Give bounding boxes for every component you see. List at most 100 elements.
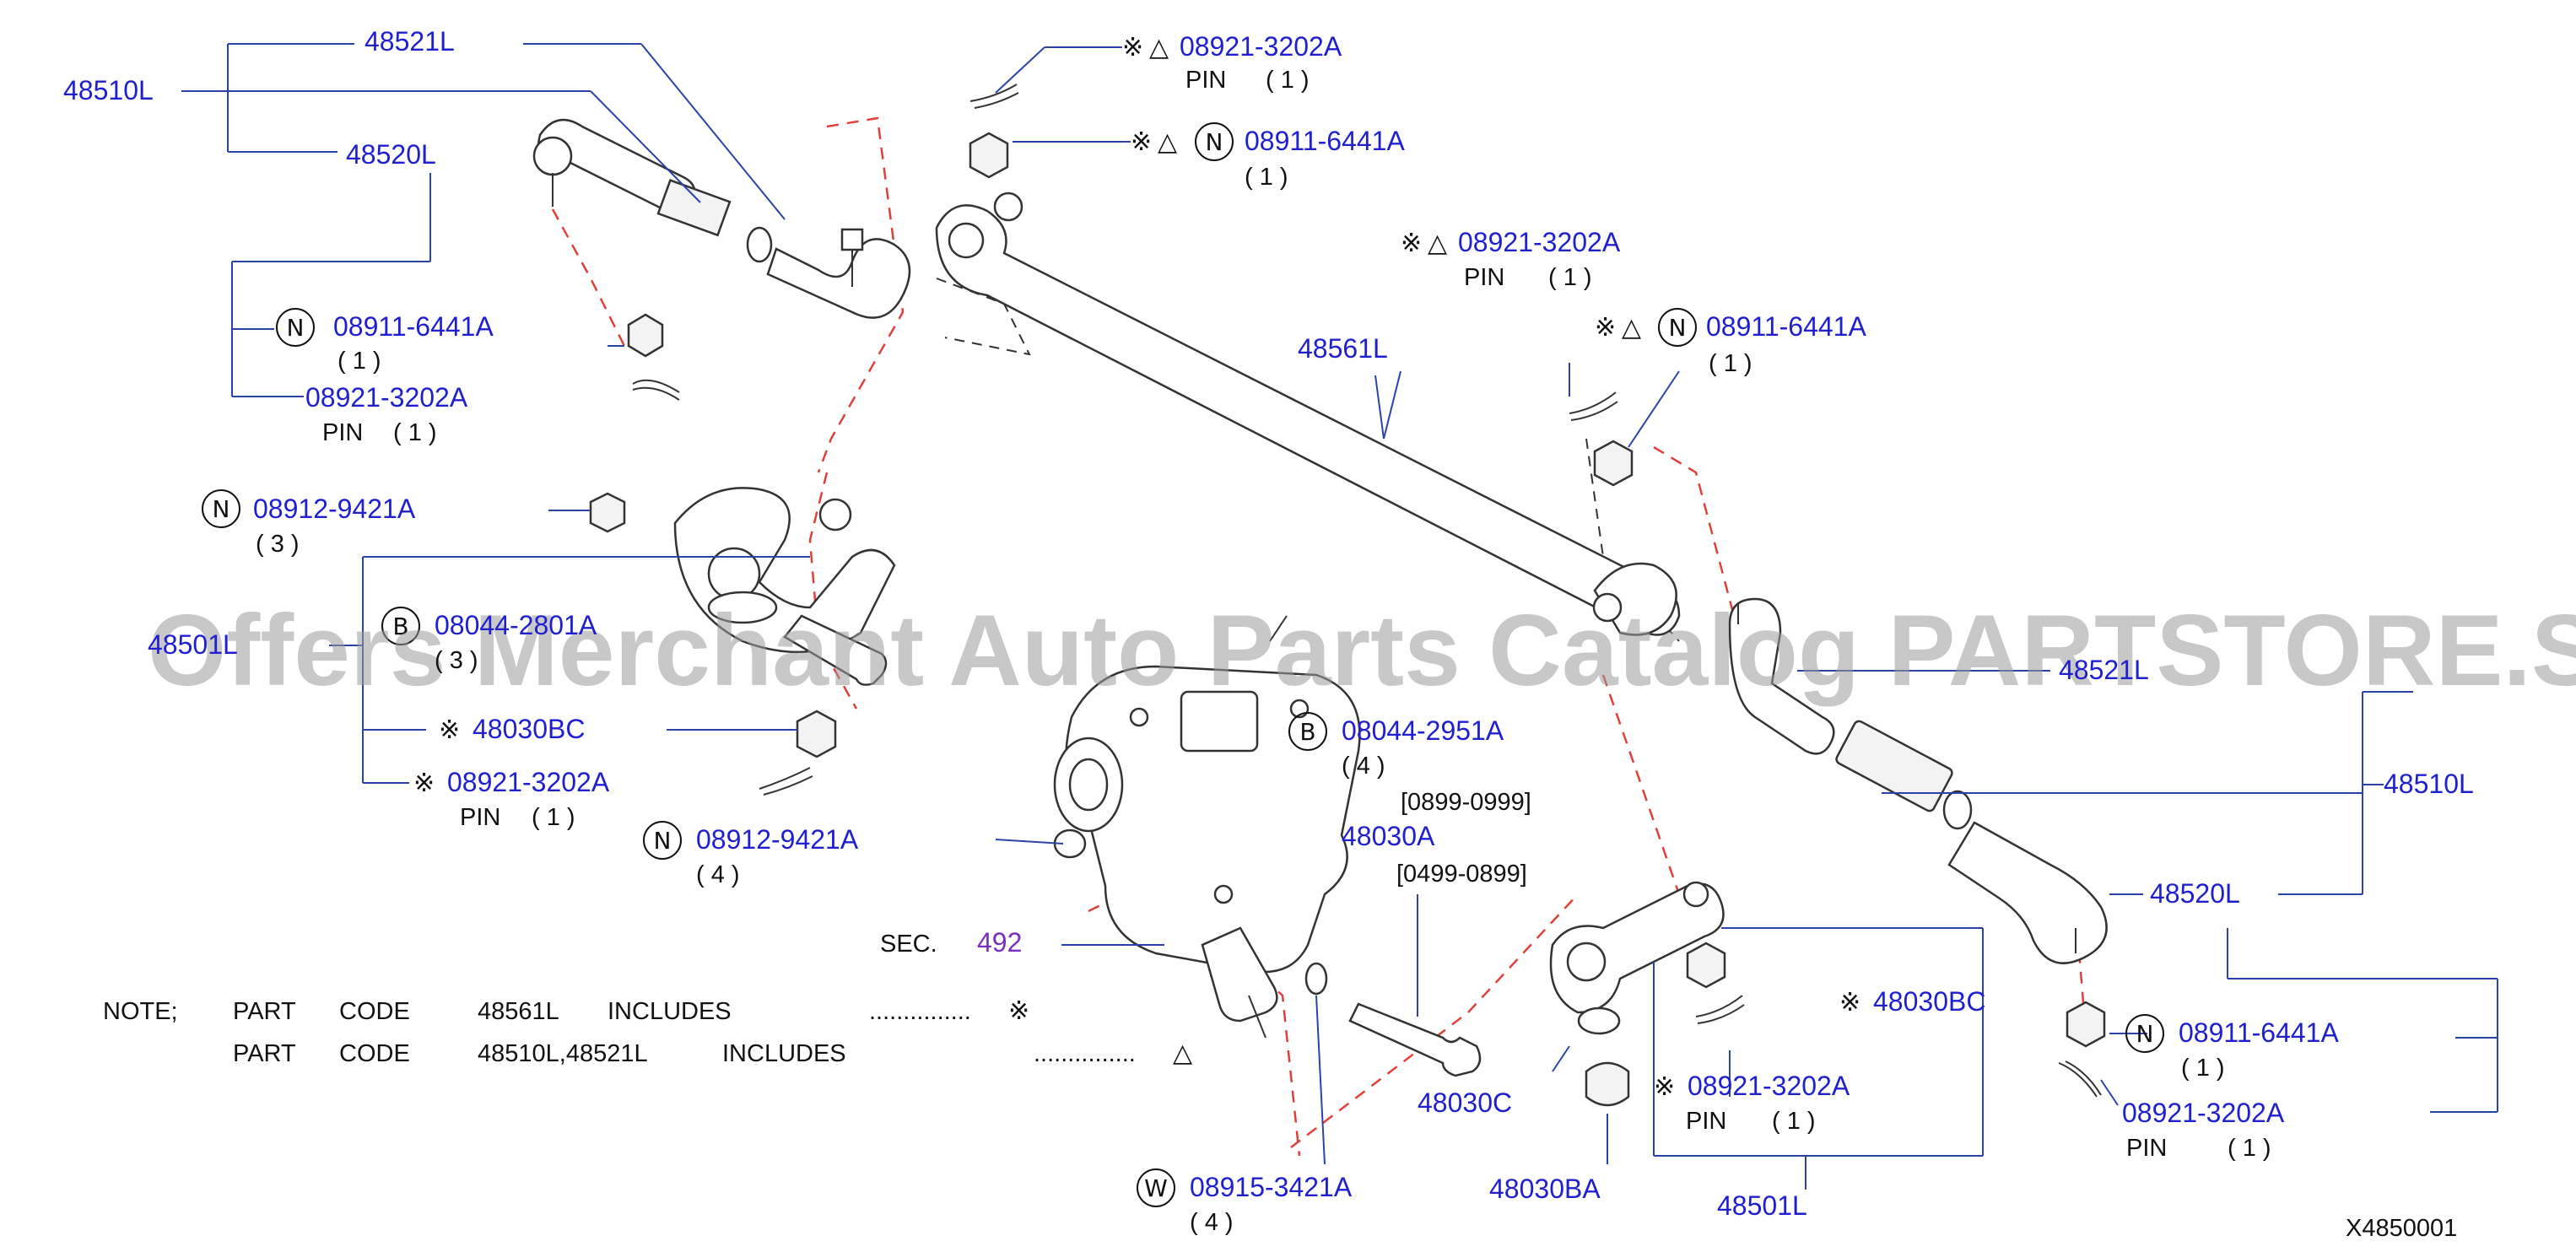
triangle-mark: △ xyxy=(1173,1039,1192,1068)
cotter-pin-idler xyxy=(1695,995,1745,1024)
note-line2-value: 48510L,48521L xyxy=(478,1040,648,1067)
badge-n: N xyxy=(2136,1020,2154,1048)
date-range-2: [0499-0899] xyxy=(1396,861,1527,888)
right-tie-rod xyxy=(1728,597,2108,964)
pin-label-left: PIN xyxy=(322,419,363,446)
label-08921-idler: 08921-3202A xyxy=(1688,1071,1850,1101)
bolt-48030a xyxy=(1348,1002,1482,1077)
washer-gear xyxy=(1304,962,1328,996)
pitman-bracket xyxy=(673,487,896,654)
label-48520l-left: 48520L xyxy=(346,139,436,170)
qty-08044-b: ( 4 ) xyxy=(1342,753,1385,780)
washer-idler xyxy=(1577,1006,1621,1035)
triangle-mark: △ xyxy=(1428,229,1447,258)
bolt-bracket xyxy=(783,614,888,686)
center-link xyxy=(935,192,1681,636)
cotter-pin-top xyxy=(969,84,1019,109)
cotter-pin-mid xyxy=(1569,391,1618,421)
note-line2-dots: ............... xyxy=(1034,1040,1136,1067)
badge-n: N xyxy=(213,495,230,523)
nut-left xyxy=(627,313,664,358)
nut-idler xyxy=(1686,942,1726,989)
cotter-pin-right xyxy=(2058,1060,2102,1098)
star-mark: ※ xyxy=(1654,1072,1675,1102)
label-48501l-bottom: 48501L xyxy=(1717,1190,1807,1221)
qty-top-nut: ( 1 ) xyxy=(1245,164,1288,191)
nut-top xyxy=(969,132,1009,179)
qty-08912-a: ( 3 ) xyxy=(256,531,300,558)
qty-mid-pin: ( 1 ) xyxy=(1548,264,1592,291)
note-prefix: NOTE; xyxy=(103,998,178,1025)
pin-label-pitman: PIN xyxy=(460,804,500,831)
label-08921-top: 08921-3202A xyxy=(1180,31,1342,62)
note-line2-code: CODE xyxy=(339,1040,410,1067)
label-08911-left: 08911-6441A xyxy=(333,311,494,342)
star-mark: ※ xyxy=(1401,229,1422,258)
star-mark: ※ xyxy=(439,715,460,745)
label-08921-right: 08921-3202A xyxy=(2122,1098,2285,1128)
triangle-mark: △ xyxy=(1149,33,1169,62)
steering-gearbox xyxy=(1053,615,1361,1039)
label-08911-top: 08911-6441A xyxy=(1245,126,1405,156)
label-08911-right: 08911-6441A xyxy=(2179,1017,2339,1048)
star-mark: ※ xyxy=(1131,127,1152,157)
pin-label-idler: PIN xyxy=(1686,1108,1726,1135)
badge-n: N xyxy=(287,314,305,342)
date-range-1: [0899-0999] xyxy=(1401,789,1531,816)
leader-lines xyxy=(181,43,2498,1190)
qty-08912-b: ( 4 ) xyxy=(696,861,740,888)
idler-arm xyxy=(1549,881,1725,1014)
label-08911-mid: 08911-6441A xyxy=(1706,311,1866,342)
cotter-pin-left xyxy=(632,379,680,401)
label-08921-left: 08921-3202A xyxy=(305,382,468,413)
label-08921-mid: 08921-3202A xyxy=(1458,227,1621,257)
qty-pitman-pin: ( 1 ) xyxy=(532,804,575,831)
parts-art xyxy=(532,84,2108,1107)
label-08921-pitman: 08921-3202A xyxy=(447,767,610,797)
qty-mid-nut: ( 1 ) xyxy=(1709,350,1752,377)
badge-b: B xyxy=(1299,718,1315,746)
pin-label-mid: PIN xyxy=(1464,264,1504,291)
label-48561l: 48561L xyxy=(1298,333,1388,364)
label-48030bc-right: 48030BC xyxy=(1873,986,1985,1017)
nut-bracket-top xyxy=(589,492,626,533)
note-block: NOTE; PART CODE 48561L INCLUDES ........… xyxy=(103,996,1192,1068)
badge-n: N xyxy=(1206,128,1223,156)
triangle-mark: △ xyxy=(1158,127,1177,157)
nut-mid xyxy=(1593,440,1634,487)
label-08044-b: 08044-2951A xyxy=(1342,715,1504,746)
label-48030c: 48030C xyxy=(1418,1087,1512,1118)
star-mark: ※ xyxy=(1008,996,1029,1026)
note-line1-code: CODE xyxy=(339,998,410,1025)
label-48520l-right: 48520L xyxy=(2150,878,2240,909)
label-48030a: 48030A xyxy=(1342,821,1435,851)
label-48030ba: 48030BA xyxy=(1489,1174,1601,1204)
note-line2-part: PART xyxy=(233,1040,296,1067)
qty-08044-a: ( 3 ) xyxy=(435,647,478,674)
part-labels: 48521L 48510L 48520L ※ △ 08921-3202A PIN… xyxy=(63,26,2474,1236)
section-number: 492 xyxy=(977,927,1022,958)
qty-left-nut: ( 1 ) xyxy=(338,348,381,375)
bushing-idler xyxy=(1585,1061,1630,1107)
badge-b: B xyxy=(392,613,408,640)
star-mark: ※ xyxy=(413,769,435,798)
note-line1-dots: ............... xyxy=(869,998,971,1025)
label-48501l-left: 48501L xyxy=(148,629,238,660)
qty-right-pin: ( 1 ) xyxy=(2228,1135,2271,1162)
qty-left-pin: ( 1 ) xyxy=(393,419,437,446)
label-08912-b: 08912-9421A xyxy=(696,824,859,855)
star-mark: ※ xyxy=(1595,313,1616,343)
label-08044-a: 08044-2801A xyxy=(435,610,597,640)
watermark: Offers Merchant Auto Parts Catalog PARTS… xyxy=(148,594,2576,707)
pin-label-right: PIN xyxy=(2126,1135,2167,1162)
pin-label-top: PIN xyxy=(1185,67,1226,94)
qty-top: ( 1 ) xyxy=(1266,67,1310,94)
section-label: SEC. xyxy=(880,931,937,958)
nut-right xyxy=(2066,1001,2106,1048)
nut-bracket-low xyxy=(796,710,837,758)
star-mark: ※ xyxy=(1122,33,1143,62)
label-48510l-right: 48510L xyxy=(2384,769,2474,799)
star-mark: ※ xyxy=(1839,988,1860,1017)
diagram-code: X4850001 xyxy=(2346,1215,2457,1242)
